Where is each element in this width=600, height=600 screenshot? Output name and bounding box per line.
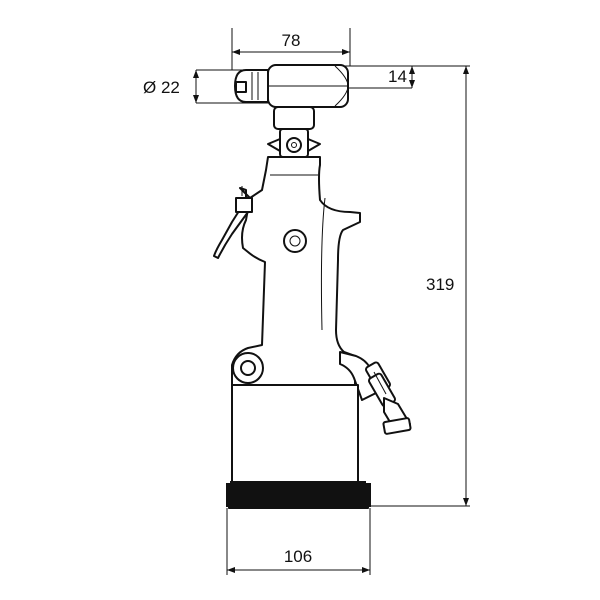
cylinder-body xyxy=(231,384,359,483)
grip-body xyxy=(231,156,361,386)
nose-head xyxy=(234,64,349,108)
top-width-label: 78 xyxy=(282,31,301,50)
dimension-top-width: 78 xyxy=(231,28,351,70)
base-width-label: 106 xyxy=(284,547,312,566)
head-diameter-label: Ø 22 xyxy=(143,78,180,97)
dimension-total-height: 319 xyxy=(368,66,470,507)
base-band xyxy=(226,483,371,507)
tool-outline xyxy=(213,64,412,509)
trigger xyxy=(213,186,253,259)
air-inlet-fitting xyxy=(339,351,412,435)
base-foot xyxy=(228,505,369,509)
hanger-ring xyxy=(232,352,264,384)
dimension-base-width: 106 xyxy=(226,508,371,575)
dimension-head-diameter: Ø 22 xyxy=(143,69,268,104)
valve-knob xyxy=(283,229,307,253)
total-height-label: 319 xyxy=(426,275,454,294)
dimension-head-offset: 14 xyxy=(345,65,470,89)
head-offset-label: 14 xyxy=(388,67,407,86)
swivel-joint xyxy=(267,106,321,158)
grip-contour xyxy=(320,197,326,331)
